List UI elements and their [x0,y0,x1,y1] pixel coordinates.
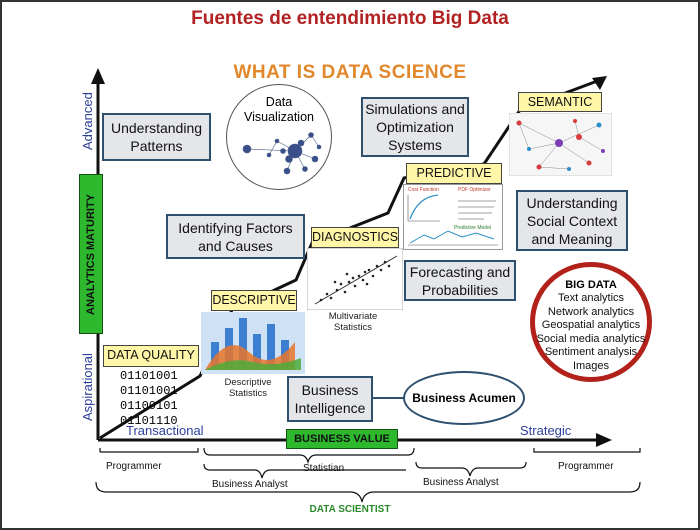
data-visualization-circle: Data Visualization [226,84,332,190]
binary-line: 01100101 [120,399,178,413]
big-data-item: Geospatial analytics [541,319,641,331]
thumb-predictive-model: Predictive Model [454,225,491,231]
binary-line: 01101001 [120,384,178,398]
y-axis-label: ANALYTICS MATURITY [79,174,103,334]
box-identifying-factors: Identifying Factors and Causes [166,214,305,259]
binary-line: 01101001 [120,369,178,383]
business-acumen-ellipse: Business Acumen [403,371,525,425]
diagram-subtitle: WHAT IS DATA SCIENCE [233,62,467,83]
binary-line: 01101110 [120,414,178,428]
y-axis-label-text: ANALYTICS MATURITY [85,193,97,315]
role-business-analyst-right: Business Analyst [423,477,499,488]
role-programmer-left: Programmer [106,461,162,472]
stage-data-quality: DATA QUALITY [103,345,199,367]
role-data-scientist: DATA SCIENTIST [309,504,391,515]
y-axis-top-label: Advanced [80,92,95,150]
stage-semantic: SEMANTIC [518,92,602,112]
big-data-circle: BIG DATA Text analytics Network analytic… [530,262,652,382]
thumb-plots [407,194,498,246]
big-data-item: Sentiment analysis [544,346,638,358]
box-simulations: Simulations and Optimization Systems [361,97,469,157]
role-statistian: Statistian [303,463,345,474]
big-data-item: Social media analytics [536,332,646,345]
binary-block: 01101001 01101001 01100101 01101110 [120,369,178,429]
thumb-cost-function: Cost Function [408,187,439,193]
caption-multivariate-statistics: Multivariate Statistics [328,311,378,333]
big-data-title: BIG DATA [565,279,617,291]
network-graph-icon [242,132,322,175]
caption-descriptive-statistics: Descriptive Statistics [224,377,272,399]
box-social-context: Understanding Social Context and Meaning [516,190,628,251]
scatter-plot-icon [307,248,403,310]
thumb-pdf-optimizer: PDF Optimizer [458,187,491,193]
semantic-network-icon [509,113,612,176]
box-forecasting: Forecasting and Probabilities [404,260,516,301]
x-axis-right-label: Strategic [520,423,572,438]
formula-thumb-icon: Cost Function PDF Optimizer Predictive M… [403,184,503,250]
x-axis-label: BUSINESS VALUE [286,429,398,449]
box-understanding-patterns: Understanding Patterns [102,113,211,161]
stage-predictive: PREDICTIVE [406,163,502,184]
big-data-item: Network analytics [547,305,635,318]
stage-diagnostics: DIAGNOSTICS [311,227,399,248]
stage-descriptive: DESCRIPTIVE [211,290,297,311]
box-business-intelligence: Business Intelligence [287,376,373,422]
big-data-item: Text analytics [557,292,625,304]
x-axis-left-label: Transactional [126,423,204,438]
page-title: Fuentes de entendimiento Big Data [191,8,509,29]
role-business-analyst-left: Business Analyst [212,479,288,490]
role-programmer-right: Programmer [558,461,614,472]
y-axis-bottom-label: Aspirational [80,353,95,421]
data-visualization-label: Data Visualization [244,95,314,124]
big-data-item: Images [572,359,610,372]
bar-chart-icon [201,312,305,374]
